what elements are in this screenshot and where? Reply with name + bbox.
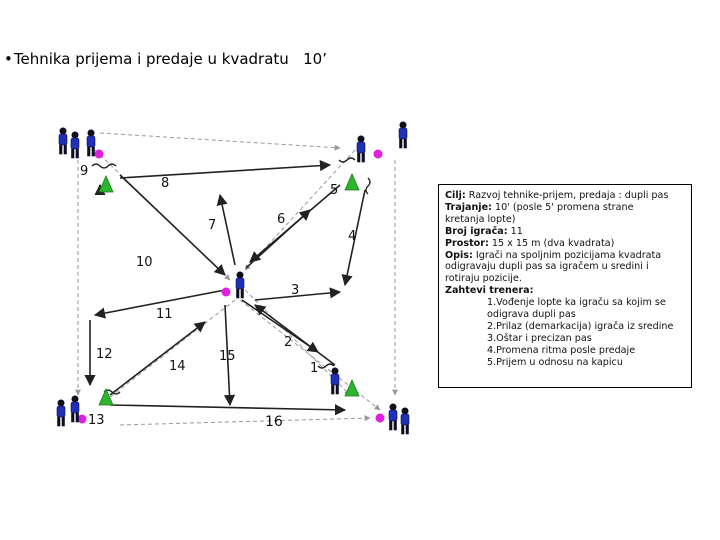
requirements-line: Zahtevi trenera:: [445, 285, 687, 297]
pass-label-6: 6: [277, 212, 285, 227]
player-icon: [356, 135, 366, 163]
space-line: Prostor: 15 x 15 m (dva kvadrata): [445, 238, 687, 250]
player-icon: [235, 271, 245, 299]
desc-label: Opis:: [445, 249, 473, 261]
pass-label-1: 1: [310, 361, 318, 376]
goal-text: Razvoj tehnike-prijem, predaja : dupli p…: [465, 190, 669, 201]
player-icon: [86, 129, 96, 157]
pass-label-15: 15: [219, 349, 236, 364]
pass-label-11: 11: [156, 307, 173, 322]
pass-label-16: 16: [265, 414, 283, 430]
requirement-4: 4.Promena ritma posle predaje: [487, 344, 636, 356]
desc-line-2: odigravaju dupli pas sa igračem u sredin…: [445, 261, 649, 273]
requirement-1b: odigrava dupli pas: [487, 309, 576, 321]
desc-line: Opis: Igrači na spoljnim pozicijama kvad…: [445, 250, 687, 262]
pass-label-5: 5: [330, 183, 338, 198]
player-icon: [70, 131, 80, 159]
requirement-1: 1.Vođenje lopte ka igraču sa kojim se: [487, 297, 666, 309]
pass-label-10: 10: [136, 255, 153, 270]
cone-icon: [98, 388, 114, 406]
title-text: Tehnika prijema i predaje u kvadratu: [13, 50, 289, 68]
cone-icon: [344, 173, 360, 191]
ball-icon: [221, 287, 231, 297]
pass-label-9: 9: [80, 164, 88, 179]
title-duration: 10’: [303, 50, 327, 68]
balls: [77, 149, 385, 424]
duration-text: 10' (posle 5' promena strane: [491, 201, 634, 213]
ball-icon: [77, 414, 87, 424]
requirements-label: Zahtevi trenera:: [445, 285, 534, 297]
slide-title: •Tehnika prijema i predaje u kvadratu 10…: [4, 50, 327, 68]
desc-line-3: rotiraju pozicije.: [445, 273, 522, 285]
pass-label-4: 4: [348, 229, 356, 244]
player-icon: [56, 399, 66, 427]
requirement-2: 2.Prilaz (demarkacija) igrača iz sredine: [487, 320, 674, 332]
duration-line: Trajanje: 10' (posle 5' promena strane: [445, 202, 687, 214]
duration-cont: kretanja lopte): [445, 213, 516, 225]
desc-text: Igrači na spoljnim pozicijama kvadrata: [472, 249, 662, 261]
pass-label-7: 7: [208, 218, 216, 233]
pass-label-12: 12: [96, 347, 113, 362]
player-icon: [330, 367, 340, 395]
player-icon: [398, 121, 408, 149]
ball-icon: [373, 149, 383, 159]
bullet-icon: •: [4, 50, 13, 68]
cone-icon: [98, 175, 114, 193]
pass-label-14: 14: [169, 359, 186, 374]
pass-label-8: 8: [161, 176, 169, 191]
players-line: Broj igrača: 11: [445, 226, 687, 238]
space-label: Prostor:: [445, 237, 489, 249]
requirement-5: 5.Prijem u odnosu na kapicu: [487, 356, 623, 368]
cones: [98, 173, 360, 406]
pass-arrows: [84, 160, 366, 416]
requirement-3: 3.Oštar i precizan pas: [487, 332, 592, 344]
players: [56, 121, 410, 435]
goal-label: Cilj:: [445, 190, 466, 201]
space-text: 15 x 15 m (dva kvadrata): [488, 237, 615, 249]
player-icon: [70, 395, 80, 423]
player-icon: [388, 403, 398, 431]
players-label: Broj igrača:: [445, 225, 508, 237]
player-icon: [58, 127, 68, 155]
ball-icon: [375, 413, 385, 423]
pass-labels: 1 2 3 4 5 6 7 8 9 10 11 12 13 14 15 16: [80, 164, 356, 430]
exercise-info-box: Cilj: Razvoj tehnike-prijem, predaja : d…: [438, 184, 692, 388]
player-icon: [400, 407, 410, 435]
cone-icon: [344, 379, 360, 397]
pass-label-13: 13: [88, 413, 105, 428]
players-text: 11: [507, 225, 523, 237]
goal-line: Cilj: Razvoj tehnike-prijem, predaja : d…: [445, 190, 687, 202]
ball-icon: [94, 149, 104, 159]
duration-label: Trajanje:: [445, 201, 492, 213]
pass-label-2: 2: [284, 335, 292, 350]
pass-label-3: 3: [291, 283, 299, 298]
